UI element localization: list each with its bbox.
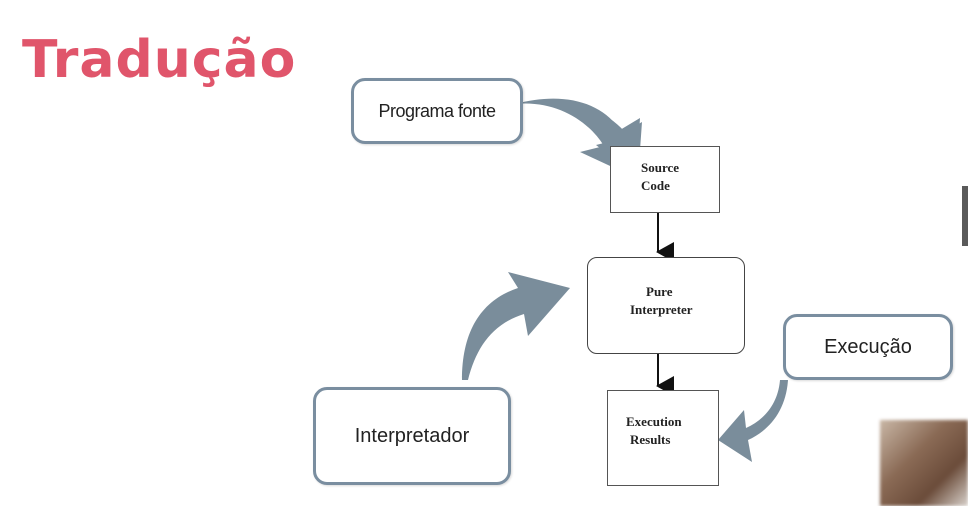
callout-programa-fonte-label: Programa fonte <box>378 100 496 121</box>
callout-interpretador: Interpretador <box>313 387 511 485</box>
callout-programa-fonte: Programa fonte <box>351 78 523 144</box>
pure-interpreter-line-1: Pure <box>646 284 673 299</box>
slide-title: Tradução <box>22 30 297 90</box>
box-pure-interpreter: Pure Interpreter <box>587 257 745 354</box>
callout-execucao-label: Execução <box>824 335 912 358</box>
curved-arrow-execucao-to-results <box>718 380 788 462</box>
execution-results-line-1: Execution <box>626 414 682 429</box>
box-execution-results: Execution Results <box>607 390 719 486</box>
box-source-code: Source Code <box>610 146 720 213</box>
source-code-line-2: Code <box>641 178 670 193</box>
pure-interpreter-line-2: Interpreter <box>630 302 693 317</box>
edge-bar <box>962 186 968 246</box>
source-code-line-1: Source <box>641 160 680 175</box>
curved-arrow-interpretador-to-interpreter <box>462 272 570 380</box>
execution-results-line-2: Results <box>630 432 671 447</box>
curved-arrow-programa-to-source <box>515 98 642 178</box>
webcam-thumbnail <box>880 420 968 506</box>
callout-execucao: Execução <box>783 314 953 380</box>
callout-interpretador-label: Interpretador <box>354 424 470 447</box>
